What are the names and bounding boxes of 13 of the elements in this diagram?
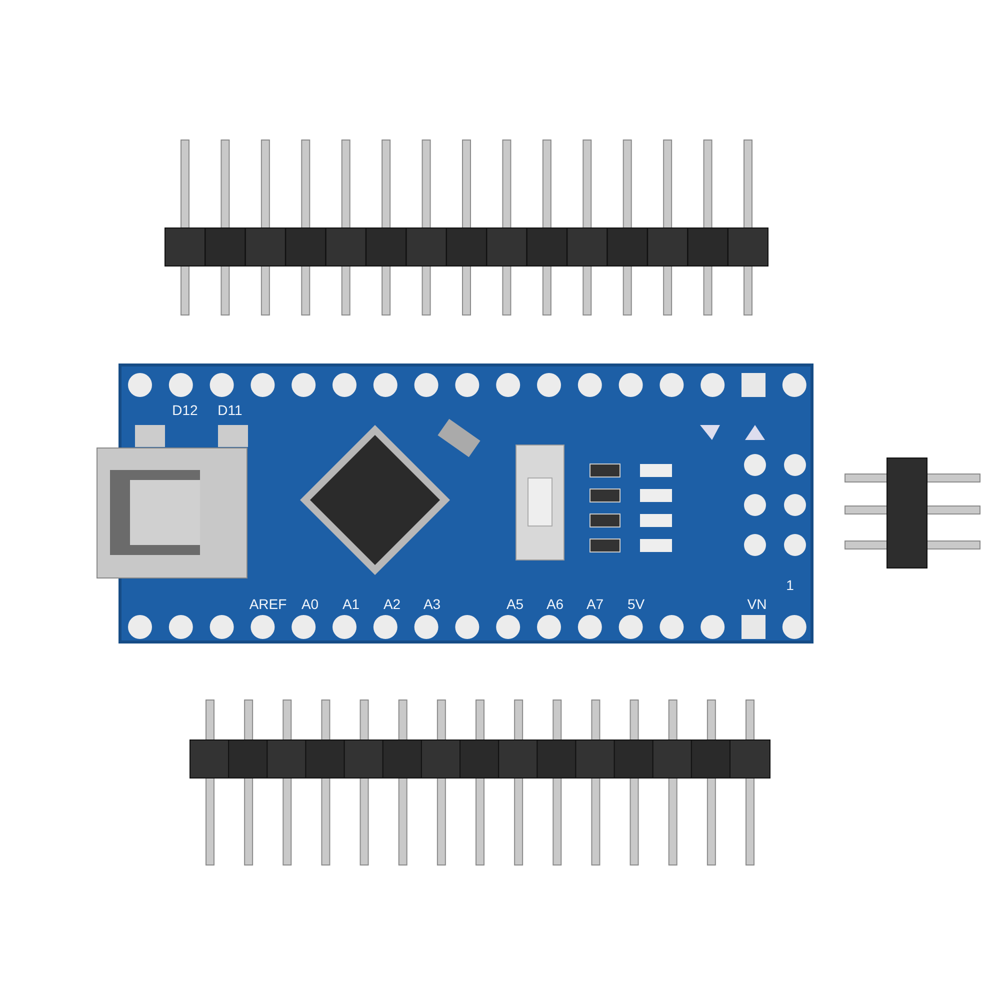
- pin-label: VN: [747, 596, 767, 612]
- pin-label: 5V: [627, 596, 645, 612]
- pin-label: 1: [786, 577, 794, 593]
- pin-label: A2: [383, 596, 401, 612]
- pin-label: A6: [546, 596, 564, 612]
- pin-label: A3: [423, 596, 441, 612]
- pin-label: A1: [342, 596, 360, 612]
- pin-label: A7: [586, 596, 604, 612]
- pin-label: A0: [301, 596, 319, 612]
- pin-label: D11: [218, 402, 242, 418]
- pin-label: A5: [506, 596, 524, 612]
- pin-label: D12: [172, 402, 198, 418]
- pin-label: AREF: [249, 596, 287, 612]
